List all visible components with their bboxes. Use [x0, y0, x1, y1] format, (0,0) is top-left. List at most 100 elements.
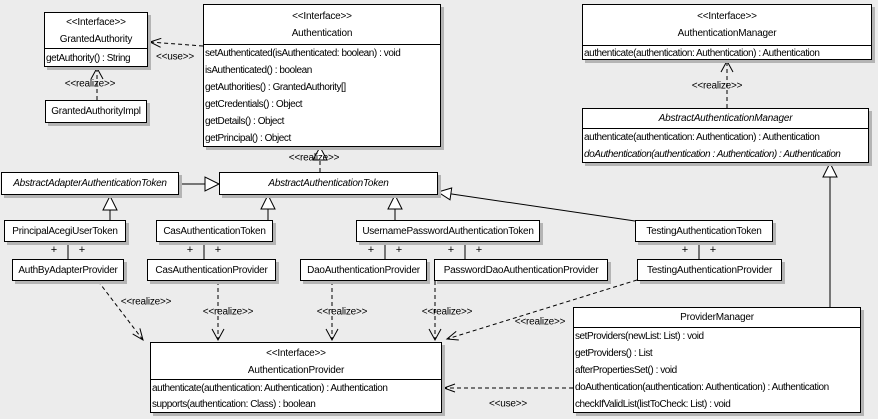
method: getProviders() : List	[575, 348, 653, 359]
method: authenticate(authentication: Authenticat…	[584, 132, 820, 143]
class-authbyadapterprovider: AuthByAdapterProvider	[12, 259, 124, 281]
label-realize-abstoken: <<realize>>	[288, 152, 340, 164]
method: authenticate(authentication: Authenticat…	[584, 47, 820, 59]
class-title: AuthByAdapterProvider	[13, 260, 123, 280]
edge-realize-testingprovider-authprovider	[446, 279, 638, 340]
class-name: AbstractAuthenticationManager	[658, 113, 793, 124]
method: doAuthentication(authentication: Authent…	[575, 382, 829, 393]
method: isAuthenticated() : boolean	[205, 65, 312, 76]
class-abstractauthenticationmanager: AbstractAuthenticationManager authentica…	[582, 108, 869, 163]
assoc-end-marker: +	[50, 244, 58, 256]
method: getAuthorities() : GrantedAuthority[]	[205, 82, 346, 93]
members: authenticate(authentication: Authenticat…	[583, 45, 871, 60]
method: getAuthority() : String	[46, 52, 131, 64]
assoc-end-marker: +	[78, 244, 86, 256]
method: setProviders(newList: List) : void	[575, 331, 704, 342]
class-title: AbstractAdapterAuthenticationToken	[2, 173, 178, 194]
triangle-arrowhead	[436, 187, 453, 201]
method: authenticate(authentication: Authenticat…	[152, 382, 388, 394]
triangle-arrowhead	[822, 161, 838, 178]
class-title: PasswordDaoAuthenticationProvider	[435, 260, 607, 280]
open-arrowhead	[720, 59, 734, 73]
class-daoauthenticationprovider: DaoAuthenticationProvider	[300, 259, 427, 281]
open-arrowhead	[445, 331, 459, 341]
class-principalacegiusertoken: PrincipalAcegiUserToken	[4, 220, 126, 242]
stereotype: <<Interface>>	[66, 17, 126, 28]
class-testingauthenticationprovider: TestingAuthenticationProvider	[637, 259, 782, 281]
open-arrowhead	[132, 328, 144, 342]
class-name: PasswordDaoAuthenticationProvider	[443, 264, 599, 276]
members: authenticate(authentication: Authenticat…	[583, 128, 868, 163]
assoc-end-marker: +	[681, 244, 689, 256]
method: getCredentials() : Object	[205, 99, 303, 110]
class-name: AbstractAdapterAuthenticationToken	[13, 178, 167, 189]
triangle-arrowhead	[260, 193, 276, 210]
label-realize-pwddaoprovider: <<realize>>	[421, 306, 473, 318]
class-title: <<Interface>> AuthenticationProvider	[151, 343, 441, 379]
label-realize-gaimpl: <<realize>>	[64, 78, 116, 90]
edge-use-authentication-grantedauthority	[149, 41, 204, 47]
class-name: ProviderManager	[680, 312, 754, 323]
members: authenticate(authentication: Authenticat…	[151, 379, 441, 413]
class-abstractadapterauthenticationtoken: AbstractAdapterAuthenticationToken	[1, 172, 179, 195]
triangle-arrowhead	[387, 193, 403, 210]
class-name: CasAuthenticationProvider	[155, 264, 268, 276]
label-realize-daoprovider: <<realize>>	[316, 306, 368, 318]
stereotype: <<Interface>>	[697, 11, 757, 22]
method: getPrincipal() : Object	[205, 133, 291, 144]
class-title: <<Interface>> AuthenticationManager	[583, 5, 871, 45]
class-title: UsernamePasswordAuthenticationToken	[357, 221, 539, 241]
assoc-end-marker: +	[367, 244, 375, 256]
class-title: AbstractAuthenticationToken	[220, 173, 437, 194]
method: setAuthenticated(isAuthenticated: boolea…	[205, 48, 401, 59]
triangle-arrowhead	[312, 145, 328, 161]
class-authenticationmanager: <<Interface>> AuthenticationManager auth…	[582, 4, 872, 60]
class-authentication: <<Interface>> Authentication setAuthenti…	[203, 4, 441, 147]
class-name: GrantedAuthorityImpl	[51, 106, 141, 117]
open-arrowhead	[325, 328, 339, 342]
class-passworddaoauthenticationprovider: PasswordDaoAuthenticationProvider	[434, 259, 608, 281]
assoc-end-marker: +	[395, 244, 403, 256]
label-realize-absauthmanager: <<realize>>	[691, 80, 743, 92]
stereotype: <<Interface>>	[266, 348, 326, 359]
class-name: UsernamePasswordAuthenticationToken	[362, 225, 534, 237]
class-name: TestingAuthenticationToken	[646, 225, 762, 237]
method: supports(authentication: Class) : boolea…	[152, 399, 316, 411]
assoc-end-marker: +	[709, 244, 717, 256]
class-name: AuthByAdapterProvider	[18, 264, 118, 276]
method: getDetails() : Object	[205, 116, 284, 127]
label-realize-authbyadapterprovider: <<realize>>	[120, 296, 172, 308]
class-title: TestingAuthenticationToken	[636, 221, 772, 241]
class-title: <<Interface>> Authentication	[204, 5, 440, 44]
class-providermanager: ProviderManager setProviders(newList: Li…	[573, 307, 861, 413]
class-title: <<Interface>> GrantedAuthority	[45, 13, 147, 48]
assoc-end-marker: +	[475, 244, 483, 256]
class-grantedauthorityimpl: GrantedAuthorityImpl	[45, 100, 147, 123]
class-usernamepasswordauthenticationtoken: UsernamePasswordAuthenticationToken	[356, 220, 540, 242]
class-name: TestingAuthenticationProvider	[646, 264, 773, 276]
class-testingauthenticationtoken: TestingAuthenticationToken	[635, 220, 773, 242]
method: checkIfValidList(listToCheck: List) : vo…	[575, 399, 731, 410]
open-arrowhead	[428, 328, 442, 342]
assoc-end-marker: +	[186, 244, 194, 256]
class-name: Authentication	[291, 28, 353, 39]
class-name: GrantedAuthority	[59, 34, 133, 45]
class-name: CasAuthenticationToken	[163, 225, 266, 237]
assoc-end-marker: +	[214, 244, 222, 256]
label-use-providermanager: <<use>>	[488, 398, 528, 410]
class-name: AuthenticationProvider	[247, 365, 345, 376]
assoc-end-marker: +	[447, 244, 455, 256]
class-title: PrincipalAcegiUserToken	[5, 221, 125, 241]
triangle-arrowhead	[102, 194, 118, 211]
class-title: TestingAuthenticationProvider	[638, 260, 781, 280]
class-title: CasAuthenticationToken	[157, 221, 272, 241]
class-grantedauthority: <<Interface>> GrantedAuthority getAuthor…	[44, 12, 148, 67]
open-arrowhead	[442, 383, 456, 393]
class-title: ProviderManager	[574, 308, 860, 327]
class-abstractauthenticationtoken: AbstractAuthenticationToken	[219, 172, 438, 195]
edge-realize-authbyadapterprovider-authprovider	[97, 280, 144, 341]
open-arrowhead	[90, 66, 104, 80]
members: setAuthenticated(isAuthenticated: boolea…	[204, 44, 440, 147]
